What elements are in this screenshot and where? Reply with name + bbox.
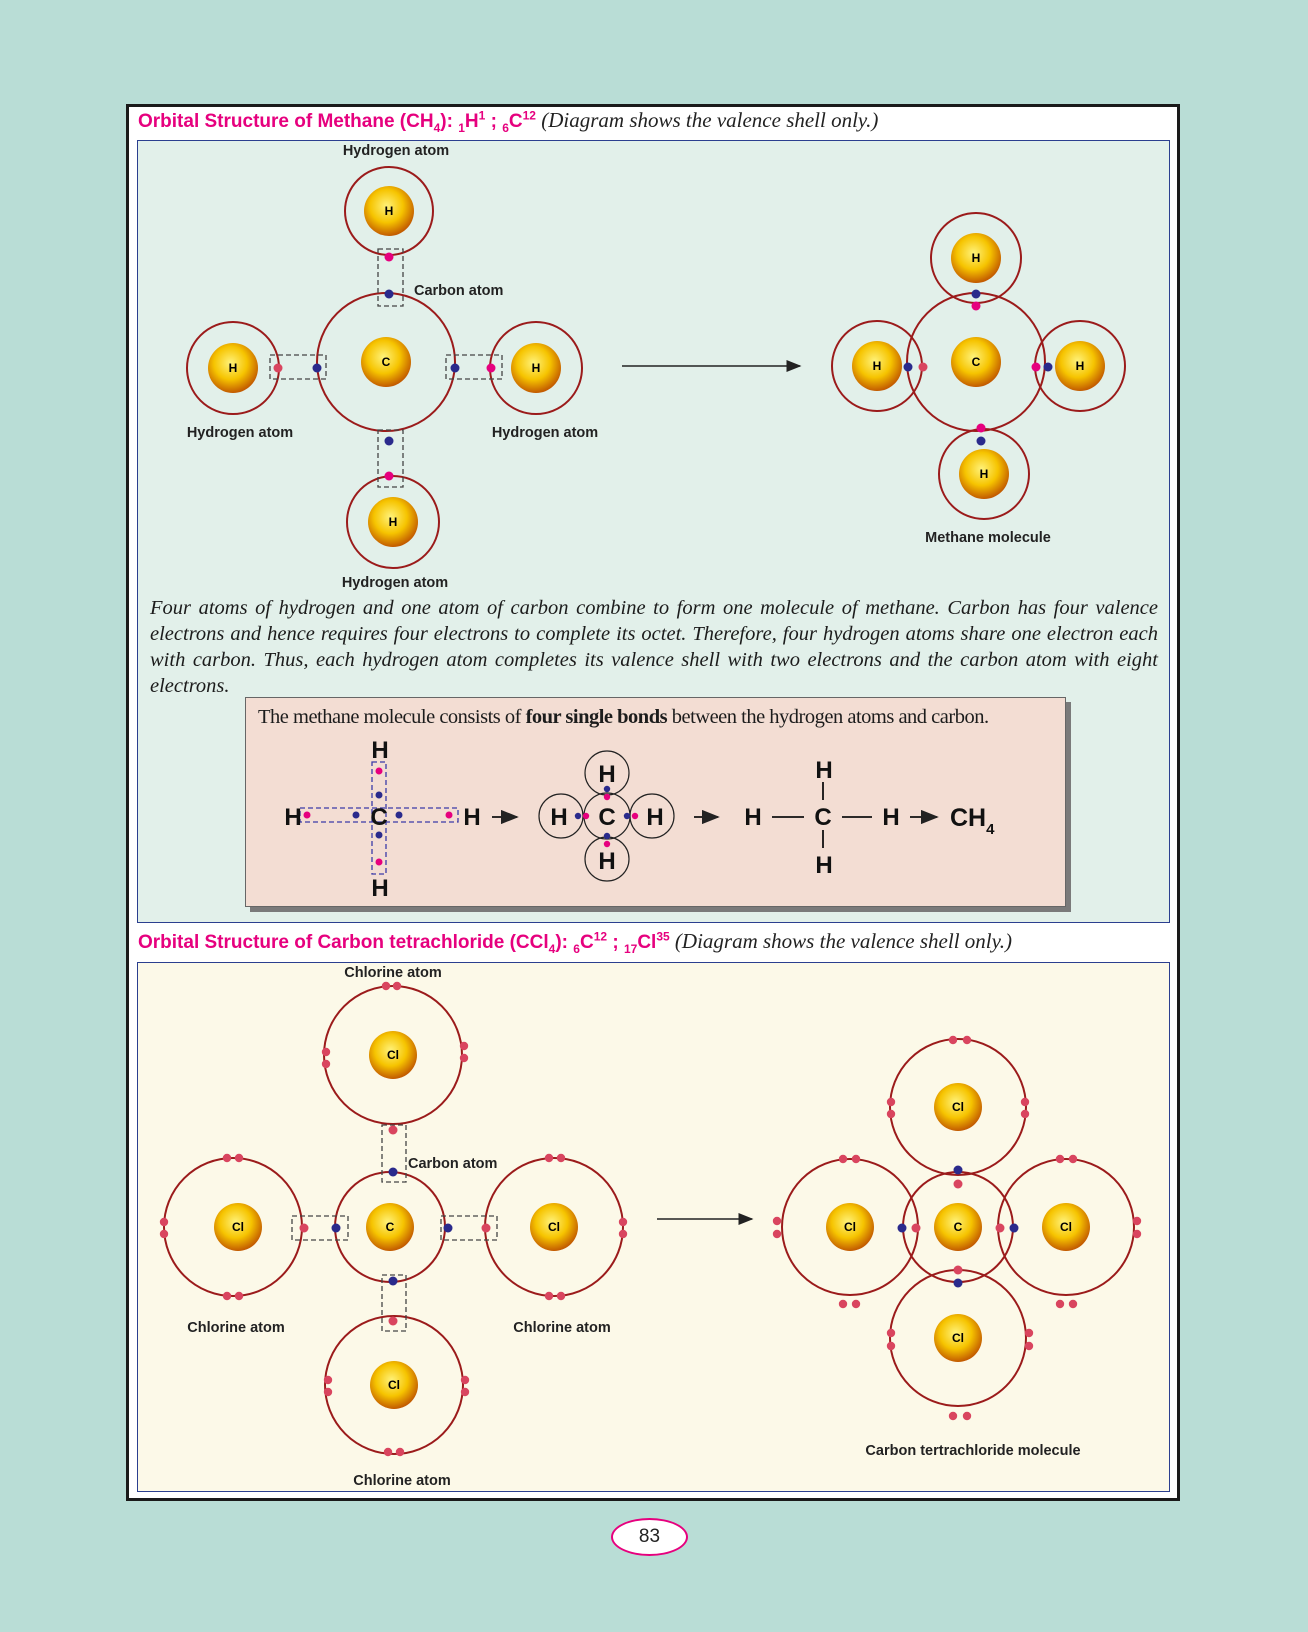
label-methane-molecule: Methane molecule: [925, 530, 1051, 546]
svg-text:Cl: Cl: [388, 1378, 400, 1392]
label-hydrogen-right: Hydrogen atom: [492, 425, 598, 441]
svg-text:H: H: [1076, 359, 1085, 373]
methane-separate-atoms: H C H H H Hydrogen atom Carbon atom Hydr…: [186, 143, 598, 591]
label-chlorine-top: Chlorine atom: [344, 965, 441, 981]
svg-text:C: C: [382, 355, 391, 369]
h-top-nucleus: [364, 186, 414, 236]
pair-box-left: [269, 354, 327, 380]
inset-caption: The methane molecule consists of four si…: [258, 706, 989, 728]
svg-text:H: H: [980, 467, 989, 481]
svg-text:H: H: [882, 804, 899, 831]
svg-text:H: H: [972, 251, 981, 265]
svg-text:H: H: [389, 515, 398, 529]
ccl4-separate-atoms: Cl C Cl Cl Cl Chlorine atom Carbon atom …: [159, 965, 628, 1489]
label-hydrogen-top: Hydrogen atom: [343, 143, 449, 159]
svg-text:H: H: [873, 359, 882, 373]
pair-box-right: [445, 354, 503, 380]
svg-text:C: C: [598, 804, 615, 831]
svg-text:Cl: Cl: [548, 1220, 560, 1234]
label-ccl4-molecule: Carbon tertrachloride molecule: [865, 1443, 1080, 1459]
svg-text:H: H: [598, 761, 615, 788]
h-left-nucleus: [208, 343, 258, 393]
svg-text:C: C: [954, 1220, 963, 1234]
svg-text:H: H: [598, 848, 615, 875]
svg-text:H: H: [815, 757, 832, 784]
pair-box-top: [377, 248, 404, 307]
svg-text:Cl: Cl: [232, 1220, 244, 1234]
label-hydrogen-bottom: Hydrogen atom: [342, 575, 448, 591]
methane-formula: CH4: [950, 804, 995, 838]
svg-text:Cl: Cl: [844, 1220, 856, 1234]
svg-text:H: H: [815, 852, 832, 879]
svg-text:H: H: [284, 804, 301, 831]
svg-text:C: C: [386, 1220, 395, 1234]
svg-text:Cl: Cl: [1060, 1220, 1072, 1234]
svg-text:C: C: [370, 804, 387, 831]
svg-text:H: H: [744, 804, 761, 831]
h-bottom-nucleus: [368, 497, 418, 547]
svg-text:H: H: [532, 361, 541, 375]
ccl4-molecule: C Cl Cl Cl Cl Carbon tertrachloride mole…: [772, 1035, 1142, 1459]
svg-text:Cl: Cl: [952, 1331, 964, 1345]
label-hydrogen-left: Hydrogen atom: [187, 425, 293, 441]
svg-text:Cl: Cl: [952, 1100, 964, 1114]
svg-text:Cl: Cl: [387, 1048, 399, 1062]
svg-text:C: C: [972, 355, 981, 369]
svg-text:H: H: [550, 804, 567, 831]
svg-text:H: H: [229, 361, 238, 375]
label-chlorine-bottom: Chlorine atom: [353, 1473, 450, 1489]
methane-bond-inset: The methane molecule consists of four si…: [245, 697, 1066, 907]
svg-text:H: H: [371, 875, 388, 902]
label-ccl4-carbon: Carbon atom: [408, 1156, 497, 1172]
svg-text:C: C: [814, 804, 831, 831]
svg-text:H: H: [385, 204, 394, 218]
label-chlorine-left: Chlorine atom: [187, 1320, 284, 1336]
label-carbon: Carbon atom: [414, 283, 503, 299]
methane-molecule: C H H H H Methane molecule: [831, 212, 1126, 546]
svg-text:H: H: [371, 737, 388, 764]
svg-text:H: H: [463, 804, 480, 831]
label-chlorine-right: Chlorine atom: [513, 1320, 610, 1336]
h-right-nucleus: [511, 343, 561, 393]
methane-section-title: Orbital Structure of Methane (CH4): 1H1 …: [138, 108, 879, 135]
c-nucleus: [361, 337, 411, 387]
inset-formulas: H H H H C C H H H H: [284, 737, 995, 902]
pair-box-bottom: [377, 429, 404, 488]
svg-text:H: H: [646, 804, 663, 831]
ccl4-section-title: Orbital Structure of Carbon tetrachlorid…: [138, 929, 1013, 956]
page-number: 83: [611, 1518, 688, 1556]
methane-explanation: Four atoms of hydrogen and one atom of c…: [150, 597, 1158, 697]
